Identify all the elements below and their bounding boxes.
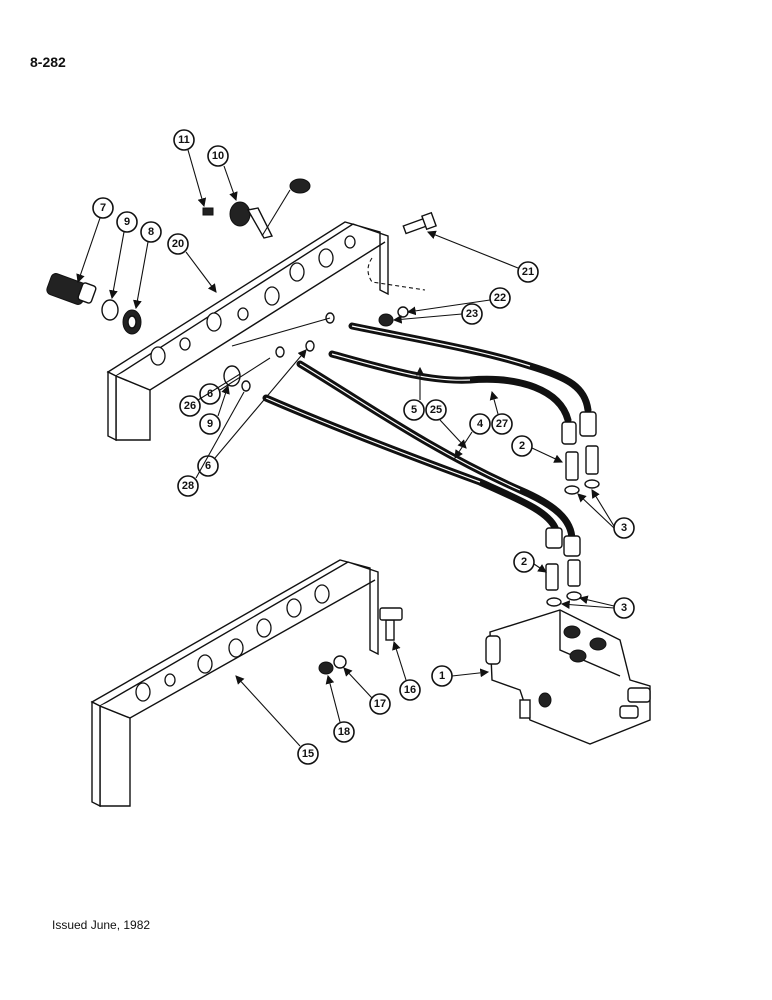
callout-9: 9 <box>116 211 138 233</box>
callout-16: 16 <box>399 679 421 701</box>
lower-nut <box>318 661 334 675</box>
svg-text:5: 5 <box>411 404 417 416</box>
svg-text:28: 28 <box>182 480 194 492</box>
svg-text:4: 4 <box>477 418 484 430</box>
svg-text:16: 16 <box>404 684 416 696</box>
svg-text:21: 21 <box>522 266 534 278</box>
svg-text:7: 7 <box>100 202 106 214</box>
svg-text:22: 22 <box>494 292 506 304</box>
upper-bracket <box>106 221 389 442</box>
callout-15: 15 <box>297 743 319 765</box>
lower-bolt <box>385 619 395 641</box>
callout-22: 22 <box>489 287 511 309</box>
upper-washer <box>397 306 409 318</box>
callout-2: 2 <box>511 435 533 457</box>
callout-18: 18 <box>333 721 355 743</box>
svg-text:9: 9 <box>124 216 130 228</box>
svg-text:6: 6 <box>207 388 213 400</box>
callout-1: 1 <box>431 665 453 687</box>
callout-11: 11 <box>173 129 195 151</box>
issue-date-footer: Issued June, 1982 <box>52 918 151 932</box>
svg-text:25: 25 <box>430 404 442 416</box>
snap-ring <box>101 299 119 321</box>
svg-text:18: 18 <box>338 726 350 738</box>
callout-21: 21 <box>517 261 539 283</box>
screw <box>202 207 214 216</box>
svg-text:3: 3 <box>621 522 627 534</box>
svg-text:2: 2 <box>521 556 527 568</box>
svg-text:6: 6 <box>205 460 211 472</box>
callout-6: 6 <box>199 383 221 405</box>
callout-7: 7 <box>92 197 114 219</box>
callout-6b: 6 <box>197 455 219 477</box>
svg-text:9: 9 <box>207 418 213 430</box>
svg-text:1: 1 <box>439 670 445 682</box>
callout-2b: 2 <box>513 551 535 573</box>
callout-26: 26 <box>179 395 201 417</box>
lower-washer <box>333 655 347 669</box>
svg-text:3: 3 <box>621 602 627 614</box>
callout-10: 10 <box>207 145 229 167</box>
upper-bolt <box>402 211 437 235</box>
svg-text:15: 15 <box>302 748 314 760</box>
callout-20: 20 <box>167 233 189 255</box>
callout-8: 8 <box>140 221 162 243</box>
callout-23: 23 <box>461 303 483 325</box>
svg-text:2: 2 <box>519 440 525 452</box>
page-number: 8-282 <box>30 54 66 70</box>
upper-nut <box>378 313 394 327</box>
svg-text:26: 26 <box>184 400 196 412</box>
callout-17: 17 <box>369 693 391 715</box>
control-valve <box>485 609 651 745</box>
callout-27: 27 <box>491 413 513 435</box>
svg-text:10: 10 <box>212 150 224 162</box>
adapter-fittings <box>545 445 600 607</box>
dust-cap <box>229 178 311 239</box>
callout-25: 25 <box>425 399 447 421</box>
svg-text:23: 23 <box>466 308 478 320</box>
callout-3b: 3 <box>613 597 635 619</box>
quick-coupler <box>46 273 97 305</box>
svg-text:20: 20 <box>172 238 184 250</box>
callout-28: 28 <box>177 475 199 497</box>
callout-5: 5 <box>403 399 425 421</box>
svg-text:17: 17 <box>374 698 386 710</box>
callout-4: 4 <box>469 413 491 435</box>
svg-text:8: 8 <box>148 226 154 238</box>
svg-text:11: 11 <box>178 134 190 146</box>
callout-3: 3 <box>613 517 635 539</box>
callout-9b: 9 <box>199 413 221 435</box>
lower-bracket <box>90 559 379 808</box>
hydraulic-hoses <box>262 322 597 557</box>
svg-text:27: 27 <box>496 418 508 430</box>
